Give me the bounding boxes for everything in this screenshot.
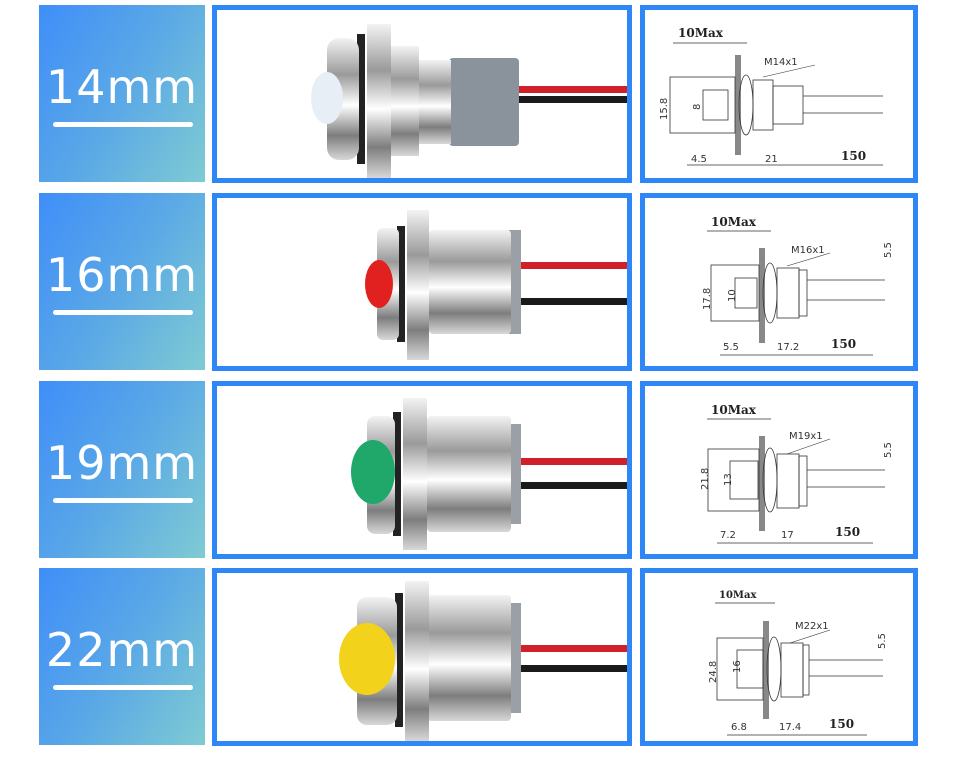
size-label-panel: 14mm (39, 5, 205, 182)
svg-text:17.8: 17.8 (702, 288, 713, 310)
svg-text:5.5: 5.5 (883, 242, 894, 258)
yellow-lens (339, 623, 395, 695)
label-underline (53, 310, 193, 315)
technical-drawing: 10Max M14x1 15.8 8 4.5 21 150 (659, 26, 883, 166)
svg-text:5.5: 5.5 (723, 342, 739, 353)
technical-drawing: 10Max M22x1 5.5 24.8 16 6.8 17.4 150 (708, 590, 888, 736)
product-photo-22mm (212, 568, 632, 746)
svg-text:17.4: 17.4 (779, 722, 801, 733)
svg-text:150: 150 (835, 525, 860, 539)
svg-text:15.8: 15.8 (659, 98, 670, 120)
label-underline (53, 685, 193, 690)
svg-text:17: 17 (781, 530, 794, 541)
svg-text:10Max: 10Max (711, 403, 757, 417)
product-row-22mm: 22mm 10Max M22x1 5.5 (0, 568, 960, 746)
svg-text:M22x1: M22x1 (795, 621, 829, 632)
svg-text:150: 150 (841, 149, 866, 163)
svg-text:4.5: 4.5 (691, 154, 707, 165)
technical-drawing: 10Max M19x1 5.5 21.8 13 7.2 17 150 (700, 403, 894, 544)
indicator-light-photo (311, 24, 627, 178)
svg-text:M19x1: M19x1 (789, 431, 823, 442)
white-lens (311, 72, 343, 124)
svg-text:10Max: 10Max (711, 215, 757, 229)
indicator-light-photo (339, 581, 627, 741)
dimension-diagram-19mm: 10Max M19x1 5.5 21.8 13 7.2 17 150 (640, 381, 918, 559)
size-label-panel: 22mm (39, 568, 205, 745)
size-label: 14mm (45, 60, 199, 114)
svg-text:24.8: 24.8 (708, 661, 719, 683)
label-underline (53, 498, 193, 503)
svg-text:21.8: 21.8 (700, 468, 711, 490)
size-label-panel: 16mm (39, 193, 205, 370)
dimension-diagram-16mm: 10Max M16x1 5.5 17.8 10 5.5 17.2 150 (640, 193, 918, 371)
product-photo-16mm (212, 193, 632, 371)
indicator-light-photo (351, 398, 627, 550)
dimension-diagram-14mm: 10Max M14x1 15.8 8 4.5 21 150 (640, 5, 918, 183)
technical-drawing: 10Max M16x1 5.5 17.8 10 5.5 17.2 150 (702, 215, 894, 356)
dimension-diagram-22mm: 10Max M22x1 5.5 24.8 16 6.8 17.4 150 (640, 568, 918, 746)
svg-text:8: 8 (692, 104, 703, 110)
svg-text:10Max: 10Max (678, 26, 724, 40)
indicator-light-photo (365, 210, 627, 360)
green-lens (351, 440, 395, 504)
svg-text:M14x1: M14x1 (764, 57, 798, 68)
product-photo-19mm (212, 381, 632, 559)
svg-text:16: 16 (732, 660, 743, 673)
size-label: 22mm (45, 623, 199, 677)
svg-text:6.8: 6.8 (731, 722, 747, 733)
svg-text:M16x1: M16x1 (791, 245, 825, 256)
svg-text:10Max: 10Max (719, 590, 757, 601)
svg-text:13: 13 (723, 473, 734, 486)
svg-text:5.5: 5.5 (877, 633, 888, 649)
size-label-panel: 19mm (39, 381, 205, 558)
product-photo-14mm (212, 5, 632, 183)
svg-text:21: 21 (765, 154, 778, 165)
size-label: 19mm (45, 436, 199, 490)
svg-text:7.2: 7.2 (720, 530, 736, 541)
product-row-14mm: 14mm 10Max (0, 5, 960, 183)
size-label: 16mm (45, 248, 199, 302)
svg-text:17.2: 17.2 (777, 342, 799, 353)
product-row-16mm: 16mm 10Max M16x1 5.5 (0, 193, 960, 371)
svg-text:150: 150 (829, 717, 854, 731)
svg-text:10: 10 (727, 289, 738, 302)
label-underline (53, 122, 193, 127)
svg-text:150: 150 (831, 337, 856, 351)
red-lens (365, 260, 393, 308)
svg-text:5.5: 5.5 (883, 442, 894, 458)
product-row-19mm: 19mm 10Max M19x1 5.5 (0, 381, 960, 559)
